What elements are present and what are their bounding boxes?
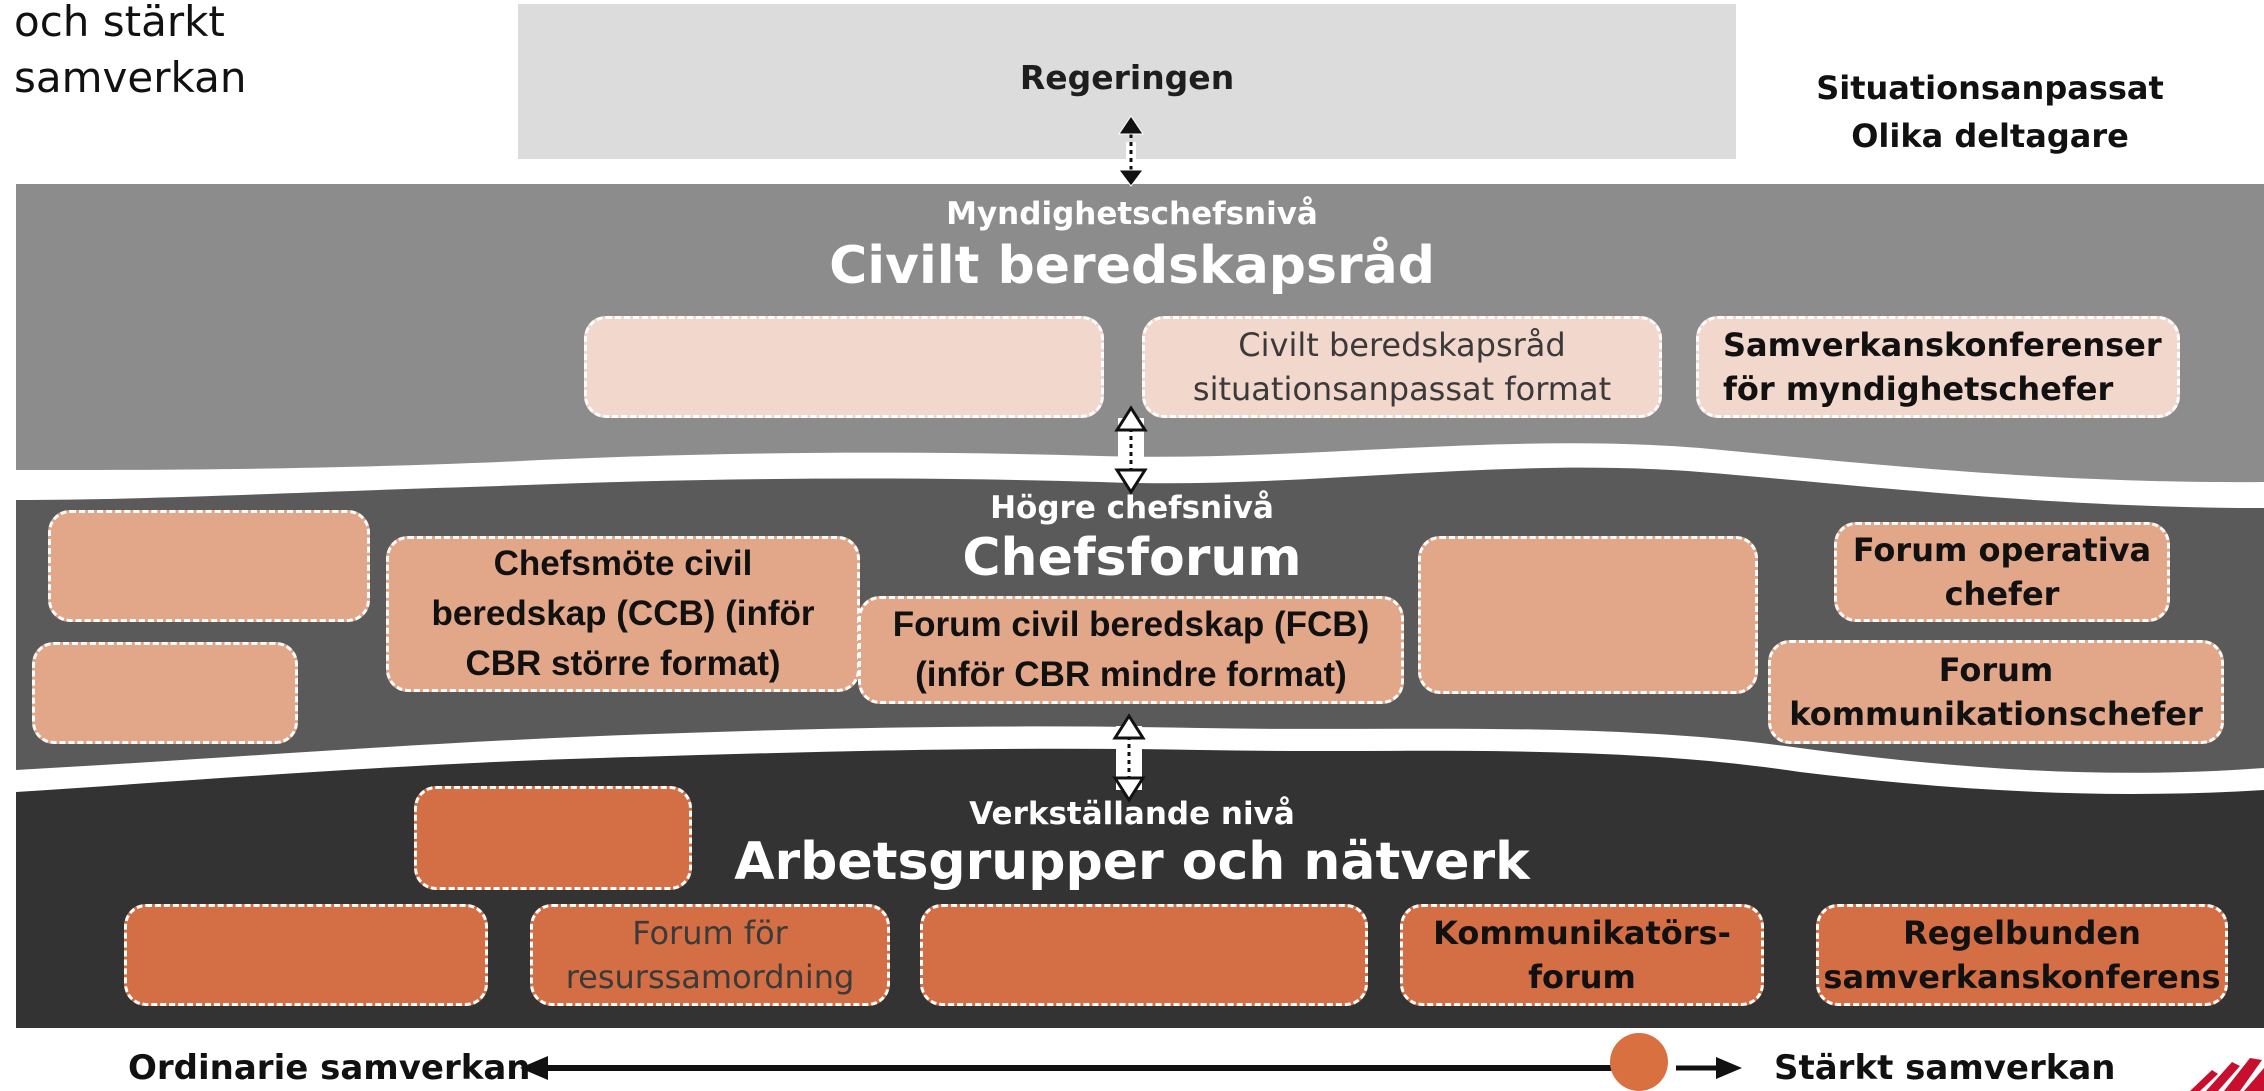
corner-text-line-2: samverkan: [14, 53, 247, 102]
level-1-title: Civilt beredskapsråd: [829, 236, 1435, 296]
level-1-subtitle: Myndighetschefsnivå: [946, 196, 1318, 232]
box-regelbunden-line-1: Regelbunden: [1903, 914, 2141, 952]
box-fcb: Forum civil beredskap (FCB) (inför CBR m…: [858, 596, 1404, 704]
box-ccb-line-3: CBR större format): [465, 644, 781, 683]
arrow-government-level1: [1118, 115, 1144, 187]
empty-box-level2-a: [48, 510, 370, 622]
box-forum-resurssamordning: Forum för resurssamordning: [530, 904, 890, 1006]
empty-box-level3-b: [124, 904, 488, 1006]
corner-text: och stärkt samverkan: [14, 0, 246, 106]
box-forum-kommunikation-line-1: Forum: [1938, 651, 2054, 689]
government-label: Regeringen: [1019, 58, 1235, 97]
level-3-title: Arbetsgrupper och nätverk: [734, 832, 1530, 892]
box-cbr-situationsanpassat: Civilt beredskapsråd situationsanpassat …: [1142, 316, 1662, 418]
level-2-subtitle: Högre chefsnivå: [990, 490, 1274, 526]
box-ccb-line-2: beredskap (CCB) (inför: [431, 594, 815, 633]
box-samverkanskonferenser-line-1: Samverkanskonferenser: [1723, 326, 2162, 364]
box-cbr-situationsanpassat-line-1: Civilt beredskapsråd: [1238, 326, 1566, 364]
empty-box-level1: [584, 316, 1104, 418]
box-kommunikatorsforum-line-2: forum: [1528, 958, 1636, 996]
box-forum-resurs-line-1: Forum för: [632, 914, 788, 952]
box-kommunikatorsforum: Kommunikatörs- forum: [1400, 904, 1764, 1006]
box-fcb-line-2: (inför CBR mindre format): [915, 655, 1347, 694]
box-forum-kommunikation-line-2: kommunikationschefer: [1789, 695, 2203, 733]
samverkan-axis: [520, 1056, 1742, 1080]
box-forum-kommunikationschefer: Forum kommunikationschefer: [1768, 640, 2224, 744]
box-fcb-line-1: Forum civil beredskap (FCB): [892, 605, 1370, 644]
level-3-subtitle: Verkställande nivå: [969, 796, 1295, 832]
box-forum-operativa-line-2: chefer: [1944, 575, 2060, 613]
box-samverkanskonferenser: Samverkanskonferenser för myndighetschef…: [1696, 316, 2180, 418]
empty-box-level3-c: [920, 904, 1368, 1006]
empty-box-level3-a: [414, 786, 692, 890]
situational-line-2: Olika deltagare: [1851, 117, 2129, 155]
arrow-level2-level3: [1112, 713, 1146, 803]
axis-label-ordinarie: Ordinarie samverkan: [128, 1048, 531, 1088]
box-kommunikatorsforum-line-1: Kommunikatörs-: [1433, 914, 1731, 952]
box-ccb: Chefsmöte civil beredskap (CCB) (inför C…: [386, 536, 860, 692]
samverkan-marker: [1610, 1033, 1668, 1091]
box-cbr-situationsanpassat-line-2: situationsanpassat format: [1192, 370, 1612, 408]
box-forum-operativa-chefer: Forum operativa chefer: [1834, 522, 2170, 622]
logo-fragment: [2190, 1058, 2264, 1091]
box-samverkanskonferenser-line-2: för myndighetschefer: [1723, 370, 2114, 408]
situational-note: Situationsanpassat Olika deltagare: [1752, 64, 2228, 160]
empty-box-level2-c: [1418, 536, 1758, 694]
box-regelbunden-samverkanskonferens: Regelbunden samverkanskonferens: [1816, 904, 2228, 1006]
axis-label-starkt: Stärkt samverkan: [1774, 1048, 2116, 1088]
corner-text-line-1: och stärkt: [14, 0, 225, 46]
arrow-level1-level2: [1114, 405, 1148, 495]
box-forum-operativa-line-1: Forum operativa: [1852, 531, 2152, 569]
situational-line-1: Situationsanpassat: [1816, 69, 2164, 107]
box-ccb-line-1: Chefsmöte civil: [493, 544, 753, 583]
box-regelbunden-line-2: samverkanskonferens: [1823, 958, 2221, 996]
level-2-title: Chefsforum: [962, 528, 1302, 588]
empty-box-level2-b: [32, 642, 298, 744]
box-forum-resurs-line-2: resurssamordning: [565, 958, 855, 996]
